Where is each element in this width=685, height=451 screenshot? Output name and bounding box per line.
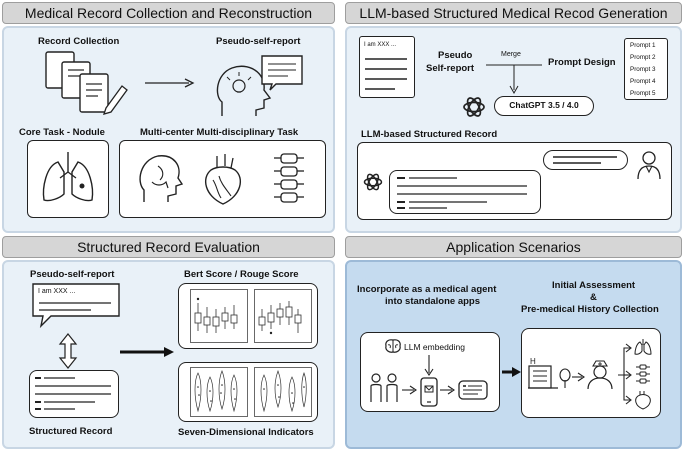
- multi-center-card: [119, 140, 326, 218]
- nodule-task-card: [27, 140, 109, 218]
- lungs-icon: [634, 339, 652, 355]
- llm-structured-record-label: LLM-based Structured Record: [361, 129, 498, 140]
- multi-center-label: Multi-center Multi-disciplinary Task: [140, 127, 299, 138]
- arrow-icon: [402, 385, 417, 395]
- collection-arrow: [145, 78, 195, 88]
- section-title-evaluation: Structured Record Evaluation: [2, 236, 335, 258]
- svg-text:H: H: [530, 357, 536, 366]
- branch-arrows: [618, 343, 632, 405]
- document-output-icon: [458, 380, 488, 400]
- lungs-icon: [42, 152, 94, 202]
- merge-connector: [486, 64, 542, 95]
- embedding-arrow: [424, 355, 434, 376]
- seven-dim-label: Seven-Dimensional Indicators: [178, 427, 314, 438]
- nurse-icon: [587, 360, 613, 390]
- boxplot-chart: [254, 289, 312, 343]
- assessment-card: [521, 328, 661, 418]
- prompt-item: Prompt 4: [630, 78, 656, 85]
- documents-icon: [45, 51, 128, 115]
- structured-record-label: Structured Record: [29, 426, 113, 437]
- doc-text: I am XXX ...: [364, 42, 397, 48]
- prompt-item: Prompt 5: [630, 90, 656, 97]
- section-title-application: Application Scenarios: [345, 236, 682, 258]
- bubble-text: I am XXX ...: [38, 288, 76, 295]
- hospital-icon: H: [528, 357, 558, 389]
- violin-chart: [254, 367, 312, 417]
- assistant-chat-bubble: [389, 170, 541, 214]
- pseudo-label-line1: Pseudo: [438, 50, 473, 61]
- core-task-label: Core Task - Nodule: [19, 127, 105, 138]
- pseudo-self-report-label: Pseudo-self-report: [30, 269, 115, 280]
- speech-bubble: [32, 283, 120, 329]
- boxplot-chart: [190, 289, 248, 343]
- pseudo-label-line2: Self-report: [426, 63, 475, 74]
- bidirectional-arrow: [58, 333, 78, 369]
- section-title-collection: Medical Record Collection and Reconstruc…: [2, 2, 335, 24]
- tree-icon: [559, 368, 571, 388]
- application-arrow: [502, 367, 521, 377]
- openai-icon: [363, 173, 383, 191]
- doctor-icon: [637, 151, 661, 180]
- violin-chart: [190, 367, 248, 417]
- section-title-generation: LLM-based Structured Medical Recod Gener…: [345, 2, 682, 24]
- prompt-item: Prompt 2: [630, 54, 656, 61]
- structured-record-lines: [35, 377, 111, 410]
- prompt-item: Prompt 1: [630, 42, 656, 49]
- initial-assessment-line3: Pre-medical History Collection: [521, 304, 659, 315]
- self-report-document: I am XXX ...: [359, 36, 415, 98]
- spine-icon: [636, 364, 650, 384]
- merge-label: Merge: [501, 51, 521, 58]
- openai-icon: [463, 97, 485, 117]
- user-bubble-lines: [553, 156, 617, 164]
- heart-icon: [635, 391, 651, 410]
- incorporate-label-line1: Incorporate as a medical agent: [357, 284, 497, 295]
- initial-assessment-line2: &: [590, 292, 597, 303]
- user-chat-bubble: [543, 150, 628, 170]
- people-icon: [370, 373, 398, 402]
- chatgpt-badge: ChatGPT 3.5 / 4.0: [494, 96, 594, 116]
- bert-score-label: Bert Score / Rouge Score: [184, 269, 299, 280]
- prompt-design-label: Prompt Design: [548, 57, 616, 68]
- record-collection-label: Record Collection: [38, 36, 120, 47]
- pseudo-self-report-label: Pseudo-self-report: [216, 36, 301, 47]
- llm-embedding-label: LLM embedding: [404, 342, 465, 352]
- assistant-bubble-lines: [397, 177, 527, 209]
- evaluation-arrow: [120, 347, 174, 357]
- incorporate-label-line2: into standalone apps: [385, 296, 481, 307]
- arrow-icon: [572, 372, 585, 382]
- arrow-icon: [440, 385, 455, 395]
- initial-assessment-line1: Initial Assessment: [552, 280, 636, 291]
- prompt-item: Prompt 3: [630, 66, 656, 73]
- phone-icon: [420, 377, 438, 407]
- head-profile-icon: [139, 155, 184, 202]
- doc-lines: [365, 58, 407, 90]
- spine-icon: [274, 153, 304, 203]
- heart-icon: [204, 154, 242, 205]
- brain-icon: [385, 339, 401, 353]
- prompt-list: Prompt 1 Prompt 2 Prompt 3 Prompt 4 Prom…: [624, 38, 668, 100]
- head-thinking-icon: [216, 55, 303, 116]
